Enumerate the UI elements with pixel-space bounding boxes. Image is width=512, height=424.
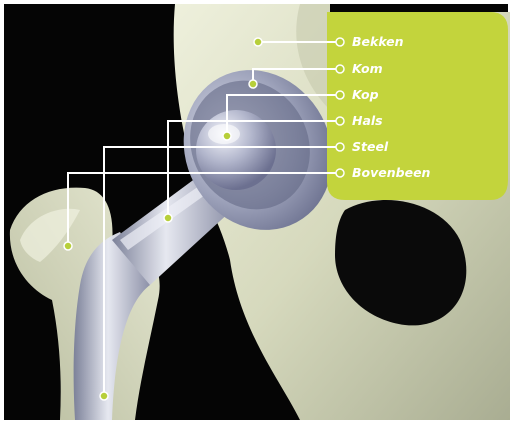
label-dot-steel: [336, 143, 344, 151]
target-dot-bekken: [254, 38, 262, 46]
label-bekken: Bekken: [352, 35, 404, 49]
label-dot-bovenbeen: [336, 169, 344, 177]
target-dot-bovenbeen: [64, 242, 72, 250]
target-dot-hals: [164, 214, 172, 222]
label-dot-kom: [336, 65, 344, 73]
target-dot-kop: [223, 132, 231, 140]
label-dot-kop: [336, 91, 344, 99]
label-dot-hals: [336, 117, 344, 125]
label-bovenbeen: Bovenbeen: [352, 166, 430, 180]
label-dot-bekken: [336, 38, 344, 46]
target-dot-steel: [100, 392, 108, 400]
label-kop: Kop: [352, 88, 379, 102]
label-steel: Steel: [352, 140, 388, 154]
label-kom: Kom: [352, 62, 383, 76]
label-hals: Hals: [352, 114, 383, 128]
target-dot-kom: [249, 80, 257, 88]
